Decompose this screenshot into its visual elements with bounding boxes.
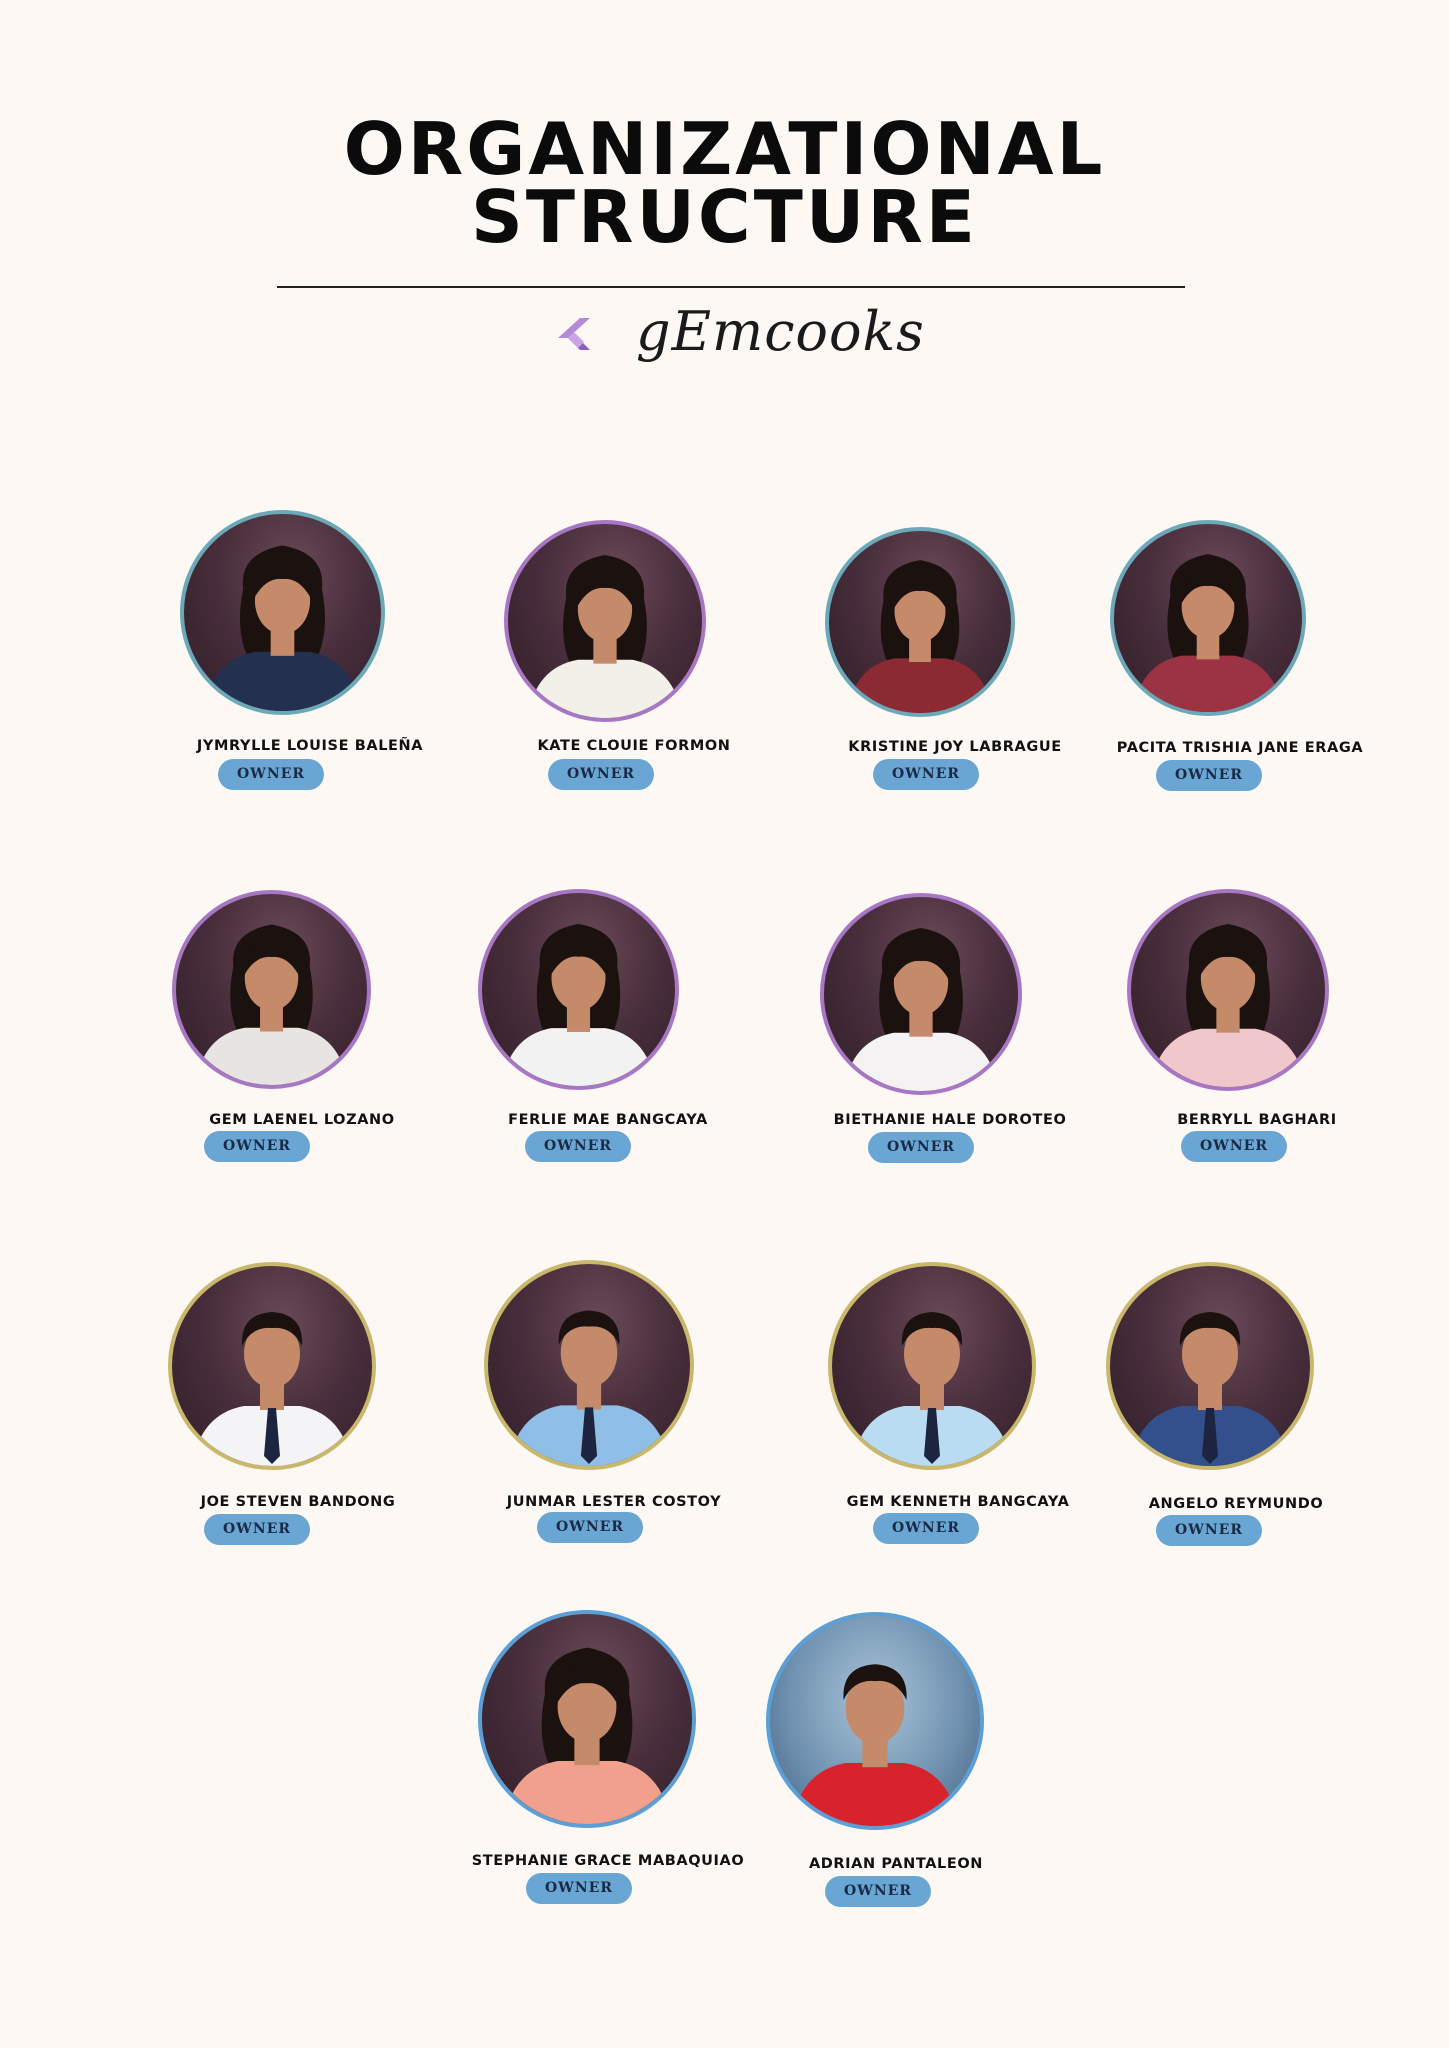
member-name: ANGELO REYMUNDO bbox=[1148, 1496, 1324, 1512]
member-photo bbox=[1110, 520, 1306, 716]
member-name: JUNMAR LESTER COSTOY bbox=[506, 1494, 722, 1510]
member-card: JYMRYLLE LOUISE BALEÑA OWNER bbox=[180, 510, 440, 810]
member-name: JOE STEVEN BANDONG bbox=[200, 1494, 396, 1510]
portrait-illustration bbox=[852, 1312, 1012, 1466]
portrait-illustration bbox=[847, 560, 993, 713]
role-badge: OWNER bbox=[537, 1512, 643, 1543]
portrait-illustration bbox=[527, 555, 683, 718]
member-photo bbox=[1106, 1262, 1314, 1470]
role-badge: OWNER bbox=[1181, 1131, 1287, 1162]
title-line-2: STRUCTURE bbox=[471, 175, 978, 259]
role-badge: OWNER bbox=[825, 1876, 931, 1907]
member-name: KATE CLOUIE FORMON bbox=[537, 738, 731, 754]
member-name: KRISTINE JOY LABRAGUE bbox=[848, 739, 1062, 755]
member-card: JOE STEVEN BANDONG OWNER bbox=[168, 1262, 428, 1562]
portrait-illustration bbox=[203, 545, 362, 711]
member-card: STEPHANIE GRACE MABAQUIAO OWNER bbox=[472, 1610, 744, 1910]
portrait-illustration bbox=[843, 928, 999, 1091]
member-photo bbox=[180, 510, 385, 715]
member-name: GEM LAENEL LOZANO bbox=[209, 1112, 395, 1128]
portrait-illustration bbox=[1130, 1312, 1290, 1466]
member-name: GEM KENNETH BANGCAYA bbox=[846, 1494, 1070, 1510]
role-badge: OWNER bbox=[873, 759, 979, 790]
portrait-illustration bbox=[1132, 554, 1284, 712]
member-name: PACITA TRISHIA JANE ERAGA bbox=[1116, 740, 1364, 756]
member-card: KRISTINE JOY LABRAGUE OWNER bbox=[825, 527, 1085, 827]
member-name: ADRIAN PANTALEON bbox=[808, 1856, 984, 1872]
title-line-1: ORGANIZATIONAL bbox=[343, 107, 1106, 191]
member-card: ADRIAN PANTALEON OWNER bbox=[766, 1612, 1026, 1912]
member-photo bbox=[820, 893, 1022, 1095]
portrait-illustration bbox=[503, 1647, 671, 1824]
brand-name: gEmcooks bbox=[636, 300, 925, 363]
member-name: BIETHANIE HALE DOROTEO bbox=[833, 1112, 1067, 1128]
flutter-logo-icon bbox=[558, 318, 590, 350]
role-badge: OWNER bbox=[1156, 760, 1262, 791]
member-card: BERRYLL BAGHARI OWNER bbox=[1127, 889, 1387, 1189]
member-name: JYMRYLLE LOUISE BALEÑA bbox=[196, 738, 424, 754]
member-card: PACITA TRISHIA JANE ERAGA OWNER bbox=[1110, 520, 1370, 820]
role-badge: OWNER bbox=[548, 759, 654, 790]
member-name: STEPHANIE GRACE MABAQUIAO bbox=[471, 1853, 745, 1869]
member-card: GEM KENNETH BANGCAYA OWNER bbox=[828, 1262, 1088, 1562]
member-name: FERLIE MAE BANGCAYA bbox=[508, 1112, 708, 1128]
member-card: BIETHANIE HALE DOROTEO OWNER bbox=[820, 893, 1080, 1193]
member-card: ANGELO REYMUNDO OWNER bbox=[1106, 1262, 1366, 1562]
member-photo bbox=[766, 1612, 984, 1830]
portrait-illustration bbox=[1150, 924, 1306, 1087]
member-photo bbox=[168, 1262, 376, 1470]
role-badge: OWNER bbox=[218, 759, 324, 790]
portrait-illustration bbox=[195, 924, 348, 1085]
member-photo bbox=[478, 1610, 696, 1828]
portrait-illustration bbox=[501, 923, 656, 1086]
member-card: FERLIE MAE BANGCAYA OWNER bbox=[478, 889, 738, 1189]
role-badge: OWNER bbox=[204, 1131, 310, 1162]
page-title: ORGANIZATIONAL STRUCTURE bbox=[0, 107, 1449, 259]
portrait-illustration bbox=[192, 1312, 352, 1466]
role-badge: OWNER bbox=[204, 1514, 310, 1545]
title-divider bbox=[277, 286, 1185, 288]
member-card: JUNMAR LESTER COSTOY OWNER bbox=[484, 1260, 744, 1560]
member-photo bbox=[828, 1262, 1036, 1470]
role-badge: OWNER bbox=[526, 1873, 632, 1904]
member-photo bbox=[484, 1260, 694, 1470]
member-card: GEM LAENEL LOZANO OWNER bbox=[172, 890, 432, 1190]
member-name: BERRYLL BAGHARI bbox=[1177, 1112, 1337, 1128]
role-badge: OWNER bbox=[873, 1513, 979, 1544]
brand: gEmcooks bbox=[558, 300, 924, 380]
member-photo bbox=[478, 889, 679, 1090]
role-badge: OWNER bbox=[868, 1132, 974, 1163]
portrait-illustration bbox=[508, 1310, 670, 1466]
member-photo bbox=[172, 890, 371, 1089]
portrait-illustration bbox=[791, 1664, 959, 1826]
member-card: KATE CLOUIE FORMON OWNER bbox=[504, 520, 764, 820]
member-photo bbox=[504, 520, 706, 722]
member-photo bbox=[825, 527, 1015, 717]
role-badge: OWNER bbox=[1156, 1515, 1262, 1546]
member-photo bbox=[1127, 889, 1329, 1091]
role-badge: OWNER bbox=[525, 1131, 631, 1162]
